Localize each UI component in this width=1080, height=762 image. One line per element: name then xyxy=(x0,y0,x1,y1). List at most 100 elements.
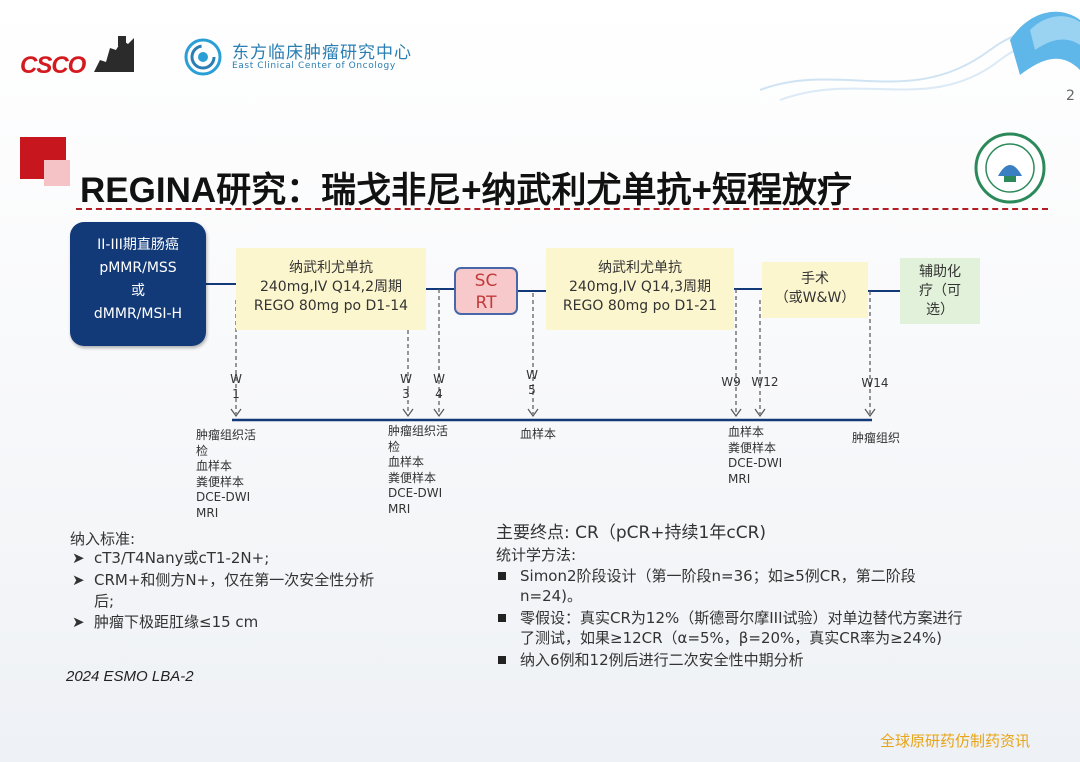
sample-item: 肿瘤组织活 xyxy=(196,428,257,442)
population-line: pMMR/MSS xyxy=(99,260,177,276)
scrt-line: SC xyxy=(474,271,498,291)
week-label-w4: W 4 xyxy=(429,372,449,402)
sample-item: 粪便样本 xyxy=(728,440,777,455)
week-label-part: W xyxy=(230,372,242,386)
inclusion-item: ➤ 肿瘤下极距肛缘≤15 cm xyxy=(72,612,259,633)
decorative-wave xyxy=(760,11,1080,101)
sample-item: 肿瘤组织 xyxy=(852,431,901,445)
square-bullet-icon xyxy=(498,614,506,622)
week-label-w14: W14 xyxy=(861,376,889,390)
stat-text: 了测试，如果≥12CR（α=5%，β=20%，真实CR率为≥24%) xyxy=(520,629,942,647)
sample-item: MRI xyxy=(196,505,219,520)
inclusion-item: ➤ cT3/T4Nany或cT1-2N+; xyxy=(72,548,270,569)
surgery-box: 手术 （或W&W） xyxy=(762,262,868,318)
center-name-cn: 东方临床肿瘤研究中心 xyxy=(232,43,412,63)
inclusion-text: 后; xyxy=(94,592,115,610)
stat-text: n=24)。 xyxy=(520,587,583,605)
treatment-line: REGO 80mg po D1-14 xyxy=(253,298,409,314)
treatment-box-2: 纳武利尤单抗 240mg,IV Q14,3周期 REGO 80mg po D1-… xyxy=(546,248,734,330)
week-label-part: 3 xyxy=(402,387,410,401)
week-label-w12: W12 xyxy=(751,375,779,389)
sample-item: MRI xyxy=(388,501,411,516)
week-label-part: 5 xyxy=(528,383,536,397)
stat-item: 零假设：真实CR为12%（斯德哥尔摩III试验）对单边替代方案进行 了测试，如果… xyxy=(498,608,963,648)
sample-item: 检 xyxy=(196,443,209,458)
sample-item: DCE-DWI xyxy=(388,486,443,500)
watermark: 全球原研药仿制药资讯 xyxy=(880,732,1031,750)
adjuvant-box: 辅助化 疗（可 选） xyxy=(900,258,980,324)
treatment-line: 纳武利尤单抗 xyxy=(598,260,682,276)
square-bullet-icon xyxy=(498,656,506,664)
surgery-line: 手术 xyxy=(801,271,829,287)
population-line: II-III期直肠癌 xyxy=(97,237,179,253)
scrt-box: SC RT xyxy=(454,267,518,315)
sample-item: DCE-DWI xyxy=(728,456,783,470)
fudan-emblem-icon xyxy=(974,132,1046,204)
sample-list-w9: 血样本 粪便样本 DCE-DWI MRI xyxy=(728,425,782,487)
inclusion-text: CRM+和侧方N+，仅在第一次安全性分析 xyxy=(94,571,375,589)
page-title: REGINA研究：瑞戈非尼+纳武利尤单抗+短程放疗 xyxy=(80,171,853,210)
east-center-logo-icon xyxy=(184,38,222,76)
sample-item: 粪便样本 xyxy=(196,474,245,489)
inclusion-heading: 纳入标准: xyxy=(70,530,136,548)
great-wall-icon xyxy=(94,36,134,72)
sample-item: 血样本 xyxy=(520,427,557,441)
arrow-bullet-icon: ➤ xyxy=(72,549,85,567)
week-label-w3: W 3 xyxy=(396,372,416,402)
population-box: II-III期直肠癌 pMMR/MSS 或 dMMR/MSI-H xyxy=(70,222,206,346)
week-label-part: W xyxy=(526,368,538,382)
week-label-part: W xyxy=(400,372,412,386)
treatment-line: 纳武利尤单抗 xyxy=(289,260,373,276)
stat-item: 纳入6例和12例后进行二次安全性中期分析 xyxy=(498,650,804,670)
sample-list-w3: 肿瘤组织活 检 血样本 粪便样本 DCE-DWI MRI xyxy=(388,424,448,517)
adjuvant-line: 辅助化 xyxy=(919,264,961,280)
stat-text: Simon2阶段设计（第一阶段n=36；如≥5例CR，第二阶段 xyxy=(520,567,916,585)
stat-heading: 统计学方法: xyxy=(496,546,577,564)
sample-list-w1: 肿瘤组织活 检 血样本 粪便样本 DCE-DWI MRI xyxy=(196,428,256,521)
square-bullet-icon xyxy=(498,572,506,580)
stat-text: 零假设：真实CR为12%（斯德哥尔摩III试验）对单边替代方案进行 xyxy=(520,609,963,627)
week-label-part: 1 xyxy=(232,387,240,401)
sample-item: MRI xyxy=(728,471,751,486)
arrow-bullet-icon: ➤ xyxy=(72,571,85,589)
week-label-w1: W 1 xyxy=(226,372,246,402)
primary-endpoint: 主要终点: CR（pCR+持续1年cCR) xyxy=(496,523,767,543)
inclusion-text: cT3/T4Nany或cT1-2N+; xyxy=(94,549,270,567)
center-name-en: East Clinical Center of Oncology xyxy=(232,61,396,71)
inclusion-text: 肿瘤下极距肛缘≤15 cm xyxy=(94,613,259,631)
sample-item: 粪便样本 xyxy=(388,470,437,485)
arrow-bullet-icon: ➤ xyxy=(72,613,85,631)
sample-item: 血样本 xyxy=(728,425,765,439)
sample-item: DCE-DWI xyxy=(196,490,251,504)
inclusion-item: ➤ CRM+和侧方N+，仅在第一次安全性分析 后; xyxy=(72,570,375,612)
population-line: 或 xyxy=(131,283,145,299)
csco-logo: CSCO xyxy=(20,52,86,79)
week-label-part: 4 xyxy=(435,387,443,401)
stat-text: 纳入6例和12例后进行二次安全性中期分析 xyxy=(520,651,804,669)
surgery-line: （或W&W） xyxy=(774,290,856,306)
treatment-line: REGO 80mg po D1-21 xyxy=(562,298,718,314)
treatment-line: 240mg,IV Q14,3周期 xyxy=(568,279,712,295)
adjuvant-line: 选） xyxy=(926,302,954,318)
sample-list-w14: 肿瘤组织 xyxy=(852,431,900,447)
sample-item: 血样本 xyxy=(196,459,233,473)
sample-list-w5: 血样本 xyxy=(520,427,556,443)
title-decor-square-pink xyxy=(44,160,70,186)
week-label-w9: W9 xyxy=(721,375,741,389)
title-divider xyxy=(76,208,1048,210)
corner-number: 2 xyxy=(1066,88,1075,104)
source-citation: 2024 ESMO LBA-2 xyxy=(66,668,194,685)
week-label-w5: W 5 xyxy=(522,368,542,398)
population-line: dMMR/MSI-H xyxy=(93,306,183,322)
treatment-line: 240mg,IV Q14,2周期 xyxy=(259,279,403,295)
sample-item: 肿瘤组织活 xyxy=(388,424,449,438)
stat-item: Simon2阶段设计（第一阶段n=36；如≥5例CR，第二阶段 n=24)。 xyxy=(498,566,916,606)
treatment-box-1: 纳武利尤单抗 240mg,IV Q14,2周期 REGO 80mg po D1-… xyxy=(236,248,426,330)
week-label-part: W xyxy=(433,372,445,386)
sample-item: 检 xyxy=(388,439,401,454)
scrt-line: RT xyxy=(475,293,497,313)
adjuvant-line: 疗（可 xyxy=(919,283,961,299)
sample-item: 血样本 xyxy=(388,455,425,469)
timeline-lines xyxy=(206,283,900,422)
